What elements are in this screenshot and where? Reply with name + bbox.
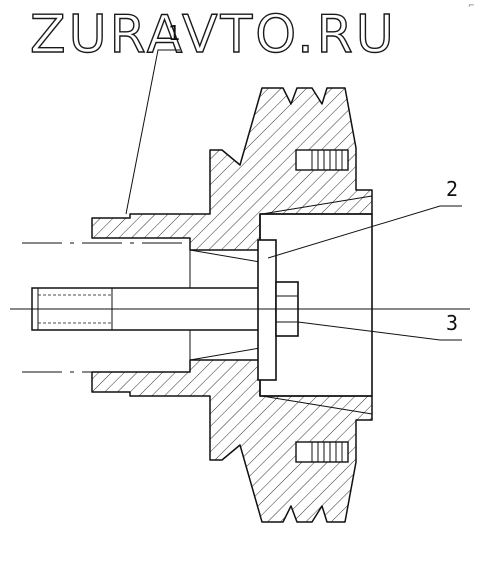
leader-line-2 (267, 205, 462, 259)
callout-3: 3 (446, 311, 458, 335)
flange-edge-upper (261, 195, 373, 215)
watermark-text: ZURAVTO.RU (30, 5, 397, 65)
pulley-lower-section (91, 359, 373, 523)
callout-1: 1 (168, 21, 180, 45)
leader-line-1 (125, 49, 180, 215)
leader-line-3 (297, 321, 462, 341)
hub-bore-upper (189, 249, 261, 263)
corner-mark: ⌐ (468, 1, 475, 10)
hub-bore-lower (189, 347, 261, 361)
callout-2: 2 (446, 177, 458, 201)
upper-mounting-bolt (295, 149, 349, 171)
lower-mounting-bolt (295, 441, 349, 463)
washer-part-2 (257, 239, 277, 381)
flange-edge-lower (261, 395, 373, 415)
